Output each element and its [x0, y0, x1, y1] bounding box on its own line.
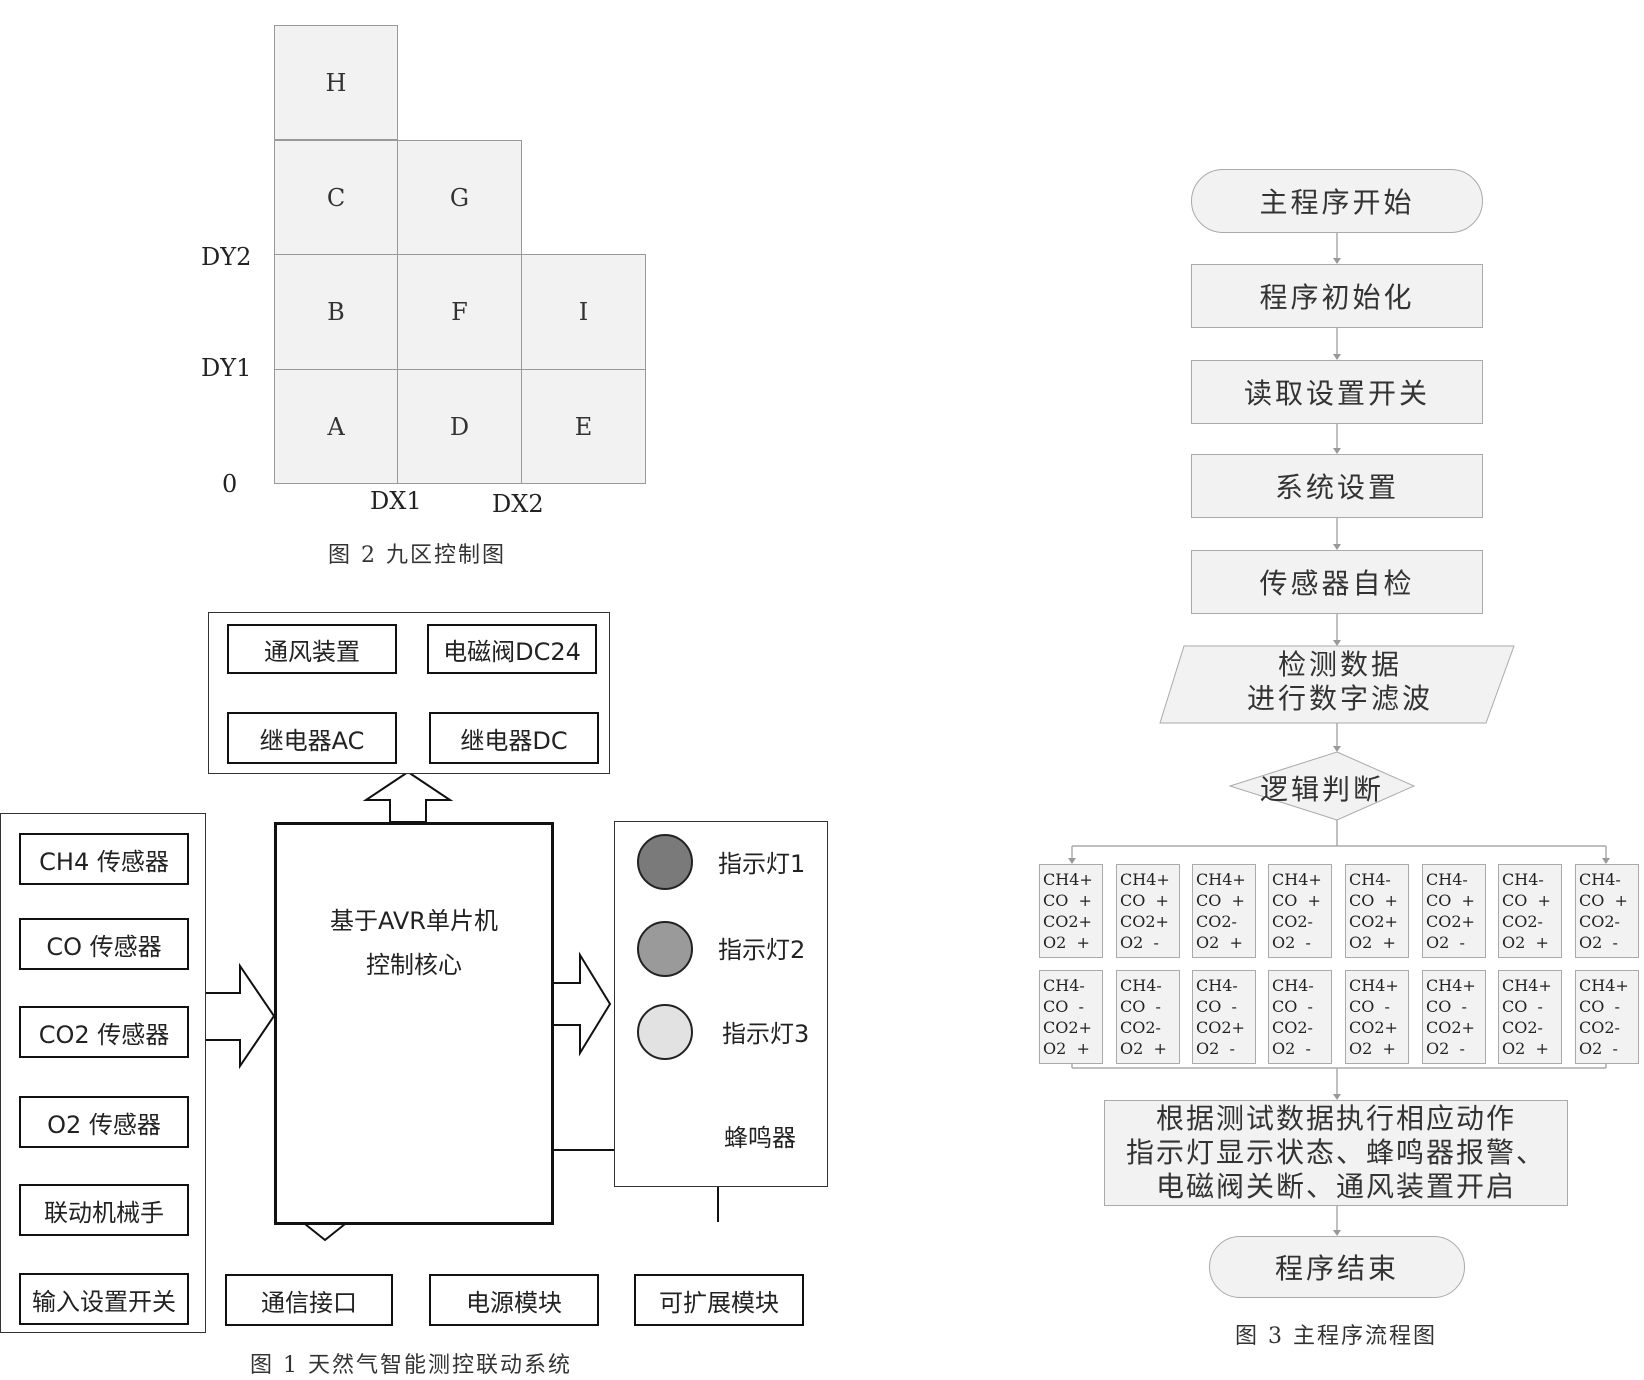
ventilation-box: 通风装置 — [227, 624, 397, 674]
detect-line1: 检测数据 — [1277, 648, 1402, 681]
logic-diamond — [1228, 751, 1416, 821]
indicator-label-3: 指示灯3 — [722, 1020, 810, 1048]
condition-box: CH4+ CO - CO2+ O2 + — [1345, 970, 1409, 1064]
system-setup-step: 系统设置 — [1191, 454, 1483, 518]
inputs-panel — [0, 813, 206, 1333]
fig1-caption: 图 1 天然气智能测控联动系统 — [250, 1353, 572, 1378]
indicator-label-2: 指示灯2 — [718, 936, 806, 964]
zone-f: F — [397, 254, 522, 370]
ch4-sensor-box: CH4 传感器 — [19, 833, 189, 885]
fig2-caption: 图 2 九区控制图 — [328, 543, 506, 568]
core-line1: 基于AVR单片机 — [330, 907, 498, 935]
condition-box: CH4- CO - CO2+ O2 - — [1192, 970, 1256, 1064]
comm-interface-box: 通信接口 — [225, 1274, 393, 1326]
power-module-box: 电源模块 — [429, 1274, 599, 1326]
input-setting-switch-box: 输入设置开关 — [19, 1273, 189, 1325]
condition-box: CH4+ CO + CO2- O2 - — [1268, 864, 1332, 958]
condition-box: CH4- CO - CO2- O2 - — [1268, 970, 1332, 1064]
detect-data-text: 检测数据 进行数字滤波 — [1180, 648, 1500, 716]
init-step: 程序初始化 — [1191, 264, 1483, 328]
action-line2: 指示灯显示状态、蜂鸣器报警、 — [1125, 1136, 1546, 1169]
valve-box: 电磁阀DC24 — [427, 624, 597, 674]
relay-ac-box: 继电器AC — [227, 712, 397, 764]
zone-d: D — [397, 369, 522, 484]
y-label-dy1: DY1 — [201, 354, 252, 382]
logic-text: 逻辑判断 — [1259, 773, 1384, 806]
read-switch-step: 读取设置开关 — [1191, 360, 1483, 424]
avr-control-core: 基于AVR单片机 控制核心 — [274, 822, 554, 1225]
expandable-module-box: 可扩展模块 — [634, 1274, 804, 1326]
condition-box: CH4- CO - CO2+ O2 + — [1039, 970, 1103, 1064]
linkage-manipulator-box: 联动机械手 — [19, 1184, 189, 1236]
zone-e: E — [521, 369, 646, 484]
arrow-up-outputs — [362, 770, 454, 823]
condition-box: CH4- CO - CO2- O2 + — [1116, 970, 1180, 1064]
condition-box: CH4- CO + CO2- O2 + — [1498, 864, 1562, 958]
condition-box: CH4+ CO - CO2- O2 + — [1498, 970, 1562, 1064]
detect-line2: 进行数字滤波 — [1246, 682, 1433, 715]
fig3-caption: 图 3 主程序流程图 — [1235, 1324, 1437, 1349]
zone-h: H — [274, 25, 398, 140]
condition-box: CH4- CO + CO2+ O2 + — [1345, 864, 1409, 958]
zone-c: C — [274, 140, 398, 255]
condition-box: CH4- CO + CO2+ O2 - — [1422, 864, 1486, 958]
x-label-dx1: DX1 — [370, 487, 422, 515]
core-line2: 控制核心 — [366, 951, 462, 979]
zone-a: A — [274, 369, 398, 484]
arrow-right-inputs — [204, 962, 276, 1070]
condition-box: CH4+ CO + CO2- O2 + — [1192, 864, 1256, 958]
action-line3: 电磁阀关断、通风装置开启 — [1155, 1170, 1516, 1203]
action-line1: 根据测试数据执行相应动作 — [1155, 1102, 1516, 1135]
indicator-lamp-2 — [637, 921, 693, 977]
zone-i: I — [521, 254, 646, 370]
o2-sensor-box: O2 传感器 — [19, 1096, 189, 1148]
end-terminal: 程序结束 — [1209, 1236, 1465, 1298]
action-step: 根据测试数据执行相应动作 指示灯显示状态、蜂鸣器报警、 电磁阀关断、通风装置开启 — [1104, 1100, 1568, 1206]
co-sensor-box: CO 传感器 — [19, 918, 189, 970]
indicator-label-1: 指示灯1 — [718, 850, 806, 878]
condition-box: CH4+ CO + CO2+ O2 + — [1039, 864, 1103, 958]
co2-sensor-box: CO2 传感器 — [19, 1006, 189, 1058]
arrow-right-indicators — [551, 951, 612, 1057]
detect-data-shape — [1159, 645, 1515, 724]
buzzer-label: 蜂鸣器 — [724, 1124, 796, 1152]
start-terminal: 主程序开始 — [1191, 169, 1483, 233]
zone-g: G — [397, 140, 522, 255]
y-label-dy2: DY2 — [201, 243, 252, 271]
condition-box: CH4- CO + CO2- O2 - — [1575, 864, 1639, 958]
condition-box: CH4+ CO + CO2+ O2 - — [1116, 864, 1180, 958]
y-label-zero: 0 — [222, 470, 238, 498]
indicator-lamp-3 — [637, 1004, 693, 1060]
condition-box: CH4+ CO - CO2- O2 - — [1575, 970, 1639, 1064]
indicator-lamp-1 — [637, 834, 693, 890]
relay-dc-box: 继电器DC — [429, 712, 599, 764]
condition-box: CH4+ CO - CO2+ O2 - — [1422, 970, 1486, 1064]
sensor-selfcheck-step: 传感器自检 — [1191, 550, 1483, 614]
x-label-dx2: DX2 — [492, 490, 544, 518]
